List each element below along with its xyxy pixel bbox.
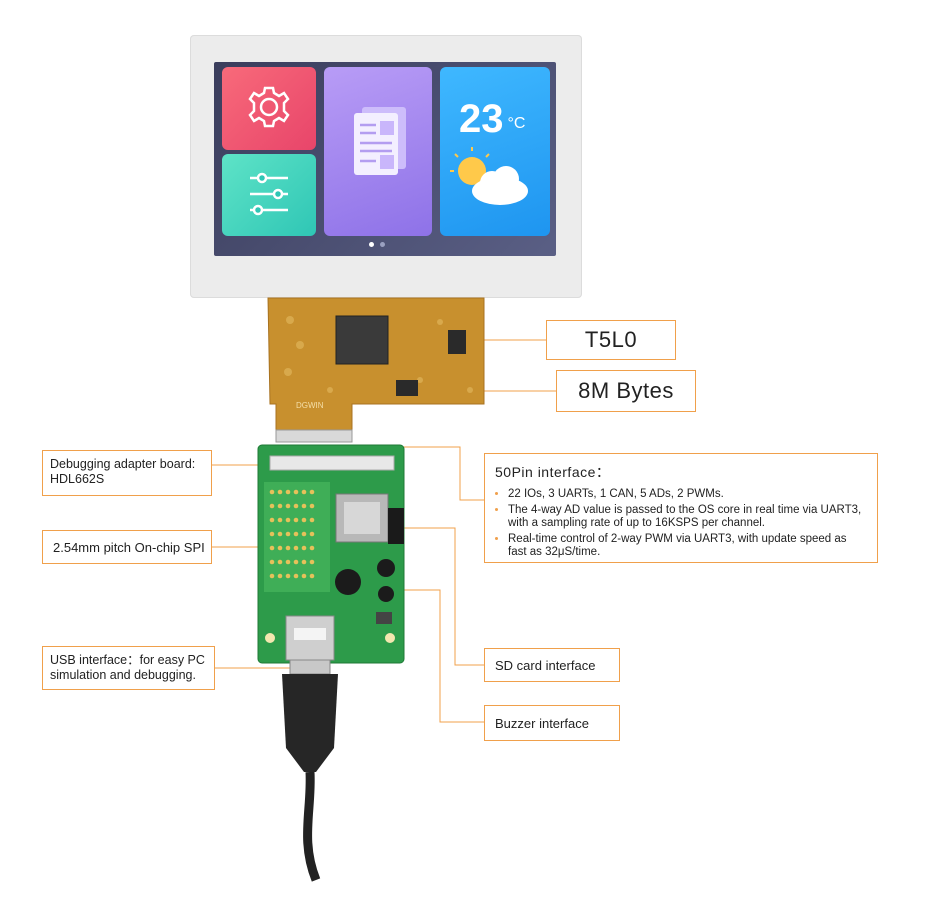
interface-list: 22 IOs, 3 UARTs, 1 CAN, 5 ADs, 2 PWMs. T… [495,488,867,560]
page-indicator [369,242,385,247]
temperature-unit: °C [507,115,526,132]
document-icon [354,107,406,175]
adapter-callout: Debugging adapter board: HDL662S [42,450,212,496]
adapter-label: Debugging adapter board: HDL662S [50,457,196,486]
interface-item: The 4-way AD value is passed to the OS c… [508,504,867,531]
page-dot-active [369,242,374,247]
chip-callout: T5L0 [546,320,676,360]
interface-item: Real-time control of 2-way PWM via UART3… [508,533,867,560]
interface-callout: 50Pin interface： 22 IOs, 3 UARTs, 1 CAN,… [484,453,878,563]
chip-label: T5L0 [584,327,638,352]
weather-tile[interactable]: 23 °C [440,67,550,236]
gear-icon [248,86,290,128]
flash-callout: 8M Bytes [556,370,696,412]
lcd-screen: 23 °C [214,62,556,256]
spi-label: 2.54mm pitch On-chip SPI [53,539,205,555]
buzzer [335,569,361,595]
document-tile[interactable] [324,67,432,236]
sd-callout: SD card interface [484,648,620,682]
sliders-tile[interactable] [222,154,316,236]
temperature-value: 23 [459,97,504,141]
partly-cloudy-icon [450,147,528,205]
buzzer-callout: Buzzer interface [484,705,620,741]
flash-chip [396,380,418,396]
svg-text:DGWIN: DGWIN [296,401,324,410]
spi-callout: 2.54mm pitch On-chip SPI [42,530,212,564]
sliders-icon [250,172,288,216]
usb-label: USB interface：for easy PC simulation and… [50,653,205,682]
interface-item: 22 IOs, 3 UARTs, 1 CAN, 5 ADs, 2 PWMs. [508,488,867,502]
usb-callout: USB interface：for easy PC simulation and… [42,646,215,690]
t5l0-chip [335,315,389,365]
sd-label: SD card interface [495,657,596,673]
buzzer-label: Buzzer interface [495,715,589,731]
flash-label: 8M Bytes [578,378,674,403]
settings-tile[interactable] [222,67,316,150]
page-dot [380,242,385,247]
interface-title: 50Pin interface： [495,464,611,480]
